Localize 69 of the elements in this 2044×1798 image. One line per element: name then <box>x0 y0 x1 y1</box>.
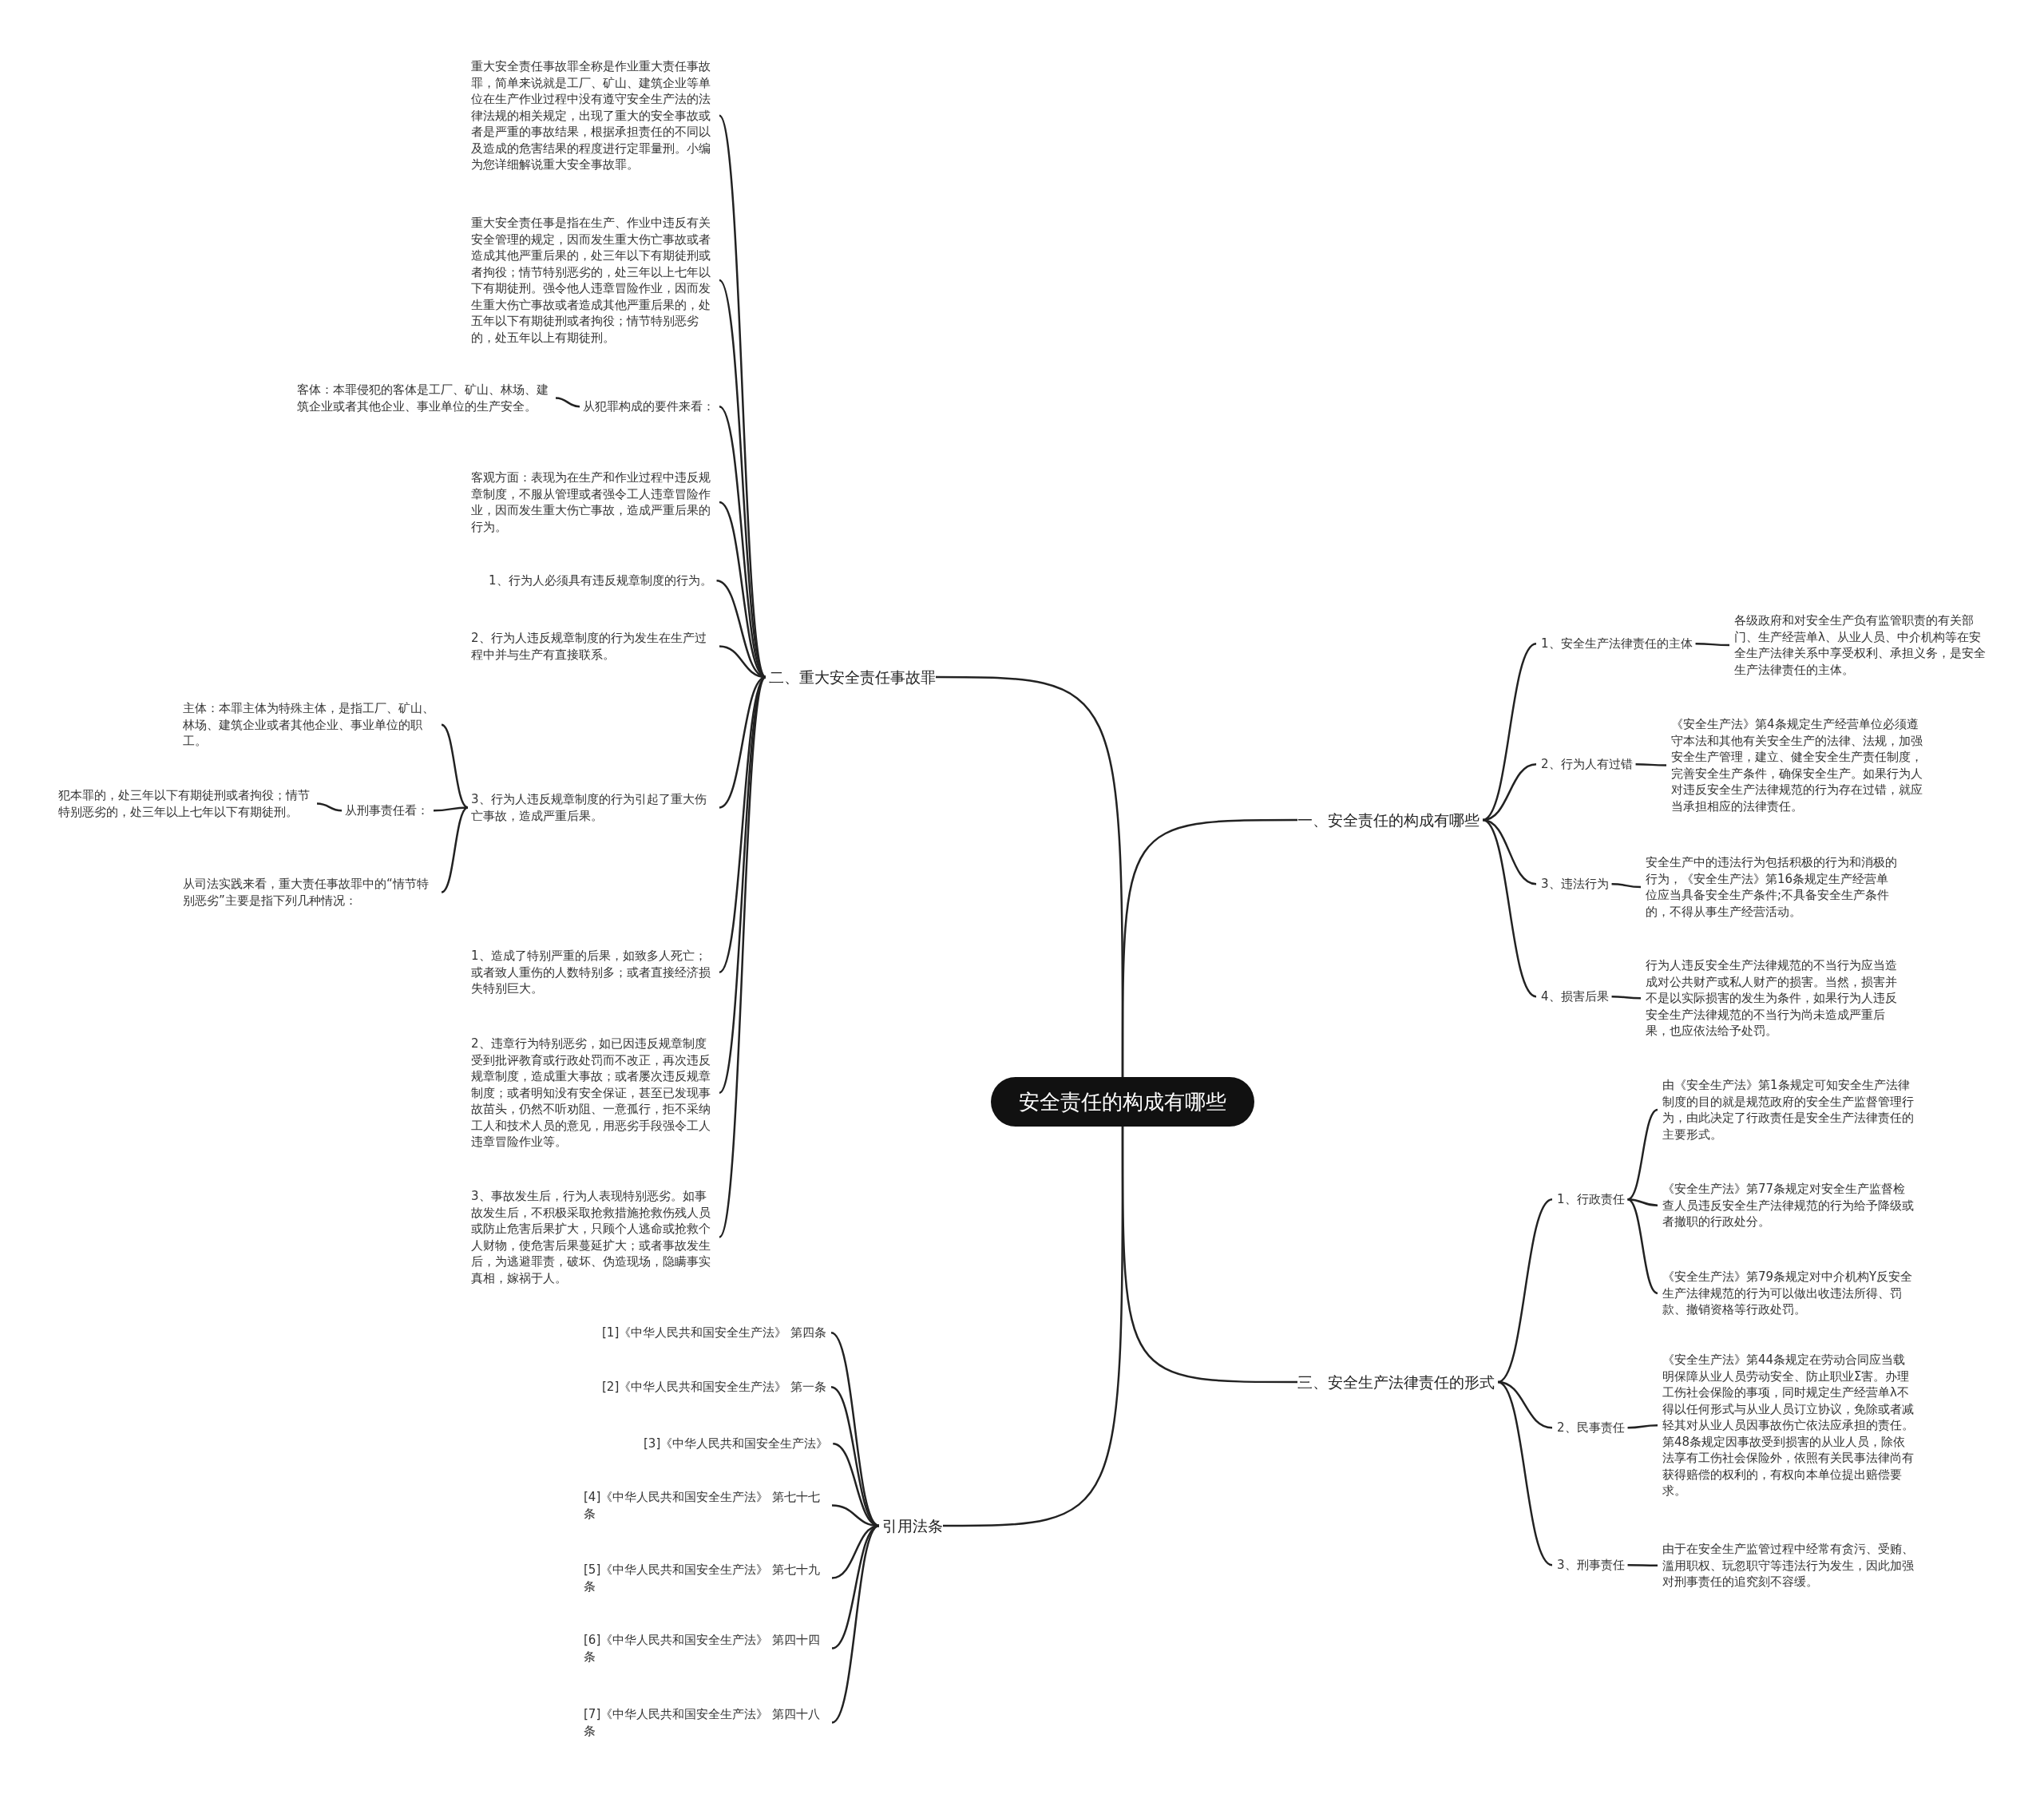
connector-line <box>1121 818 1297 1077</box>
subtopic-text: 3、刑事责任 <box>1557 1557 1625 1574</box>
subtopic-text: 1、行政责任 <box>1557 1191 1625 1208</box>
central-topic: 安全责任的构成有哪些 <box>991 1077 1254 1127</box>
connector-line <box>1627 1424 1658 1429</box>
branch-topic: 二、重大安全责任事故罪 <box>769 667 936 687</box>
note-text: [4]《中华人民共和国安全生产法》 第七十七条 <box>584 1489 827 1522</box>
subtopic-text: 4、损害后果 <box>1541 988 1609 1005</box>
note-text: 从司法实践来看，重大责任事故罪中的“情节特别恶劣”主要是指下列几种情况： <box>183 876 437 909</box>
connector-line <box>831 1525 880 1724</box>
connector-line <box>1695 643 1729 647</box>
connector-line <box>718 676 767 1238</box>
connector-line <box>1626 1198 1658 1294</box>
connector-line <box>719 501 766 679</box>
connector-line <box>1626 1108 1658 1201</box>
connector-line <box>1482 818 1537 998</box>
connector-line <box>1627 1198 1658 1206</box>
branch-topic: 一、安全责任的构成有哪些 <box>1297 810 1480 830</box>
connector-line <box>1635 763 1666 766</box>
note-text: 1、造成了特别严重的后果，如致多人死亡；或者致人重伤的人数特别多；或者直接经济损失特别巨大。 <box>471 948 715 997</box>
note-text: 犯本罪的，处三年以下有期徒刑或者拘役；情节特别恶劣的，处三年以上七年以下有期徒刑。 <box>58 787 312 820</box>
subtopic-text: 2、行为人有过错 <box>1541 756 1633 773</box>
connector-line <box>441 723 469 809</box>
connector-line <box>555 397 580 408</box>
note-text: 行为人违反安全生产法律规范的不当行为应当造成对公共财产或私人财产的损害。当然，损害并不是以实际损害的发生为条件，如果行为人违反安全生产法律规范的不当行为尚未造成严重后果，也应依法给予处罚。 <box>1646 957 1899 1040</box>
subtopic-text: 从犯罪构成的要件来看： <box>583 398 715 415</box>
connector-line <box>1627 1564 1658 1566</box>
subtopic-text: [3]《中华人民共和国安全生产法》 <box>644 1436 829 1452</box>
note-text: 客体：本罪侵犯的客体是工厂、矿山、林场、建筑企业或者其他企业、事业单位的生产安全。 <box>297 382 551 414</box>
connector-line <box>1482 763 1537 822</box>
connector-line <box>434 806 468 812</box>
note-text: [6]《中华人民共和国安全生产法》 第四十四条 <box>584 1632 827 1665</box>
connector-line <box>1611 996 1641 1000</box>
connector-line <box>832 1443 880 1527</box>
subtopic-text: 1、行为人必须具有违反规章制度的行为。 <box>489 572 712 589</box>
note-text: 2、行为人违反规章制度的行为发生在生产过程中并与生产有直接联系。 <box>471 630 715 663</box>
note-text: 安全生产中的违法行为包括积极的行为和消极的行为，《安全生产法》第16条规定生产经营单位应当具备安全生产条件;不具备安全生产条件的，不得从事生产经营活动。 <box>1646 854 1899 920</box>
note-text: 客观方面：表现为在生产和作业过程中违反规章制度，不服从管理或者强令工人违章冒险作业，因而发生重大伤亡事故，造成严重后果的行为。 <box>471 469 715 535</box>
note-text: 《安全生产法》第77条规定对安全生产监督检查人员违反安全生产法律规范的行为给予降级或者撤职的行政处分。 <box>1662 1181 1916 1230</box>
subtopic-text: [2]《中华人民共和国安全生产法》 第一条 <box>602 1379 826 1396</box>
note-text: 《安全生产法》第44条规定在劳动合同应当载明保障从业人员劳动安全、防止职业Σ害。办理工伤社会保险的事项，同时规定生产经营单λ不得以任何形式与从业人员订立协议，免除或者减轻其对从业人员因事故伤亡依法应承担的责任。第48条规定因事故受到损害的从业人员，除依法享有工伤社会保险外，依照有关民事法律尚有获得赔偿的权利的，有权向本单位提出赔偿要求。 <box>1662 1352 1916 1499</box>
subtopic-text: 1、安全生产法律责任的主体 <box>1541 636 1693 652</box>
subtopic-text: 3、违法行为 <box>1541 876 1609 893</box>
connector-line <box>1497 1380 1553 1566</box>
note-text: 各级政府和对安全生产负有监管职责的有关部门、生产经营单λ、从业人员、中介机构等在安全生产法律关系中享受权利、承担义务，是安全生产法律责任的主体。 <box>1734 612 1988 678</box>
note-text: 重大安全责任事故罪全称是作业重大责任事故罪，简单来说就是工厂、矿山、建筑企业等单位在生产作业过程中没有遵守安全生产法的法律法规的相关规定，出现了重大的安全事故或者是严重的事故结果，根据承担责任的不同以及造成的危害结果的程度进行定罪量刑。小编为您详细解说重大安全事故罪。 <box>471 58 715 173</box>
connector-line <box>943 1127 1124 1527</box>
note-text: [5]《中华人民共和国安全生产法》 第七十九条 <box>584 1562 827 1594</box>
note-text: 主体：本罪主体为特殊主体，是指工厂、矿山、林场、建筑企业或者其他企业、事业单位的职工。 <box>183 700 437 750</box>
branch-topic: 三、安全生产法律责任的形式 <box>1297 1372 1495 1392</box>
note-text: 3、行为人违反规章制度的行为引起了重大伤亡事故，造成严重后果。 <box>471 791 715 824</box>
connector-line <box>316 802 343 812</box>
subtopic-text: [1]《中华人民共和国安全生产法》 第四条 <box>602 1325 826 1341</box>
subtopic-text: 从刑事责任看： <box>345 802 429 819</box>
note-text: 重大安全责任事是指在生产、作业中违反有关安全管理的规定，因而发生重大伤亡事故或者造成其他严重后果的，处三年以下有期徒刑或者拘役；情节特别恶劣的，处三年以上七年以下有期徒刑。强令他人违章冒险作业，因而发生重大伤亡事故或者造成其他严重后果的，处五年以下有期徒刑或者拘役；情节特别恶劣的，处五年以上有期徒刑。 <box>471 215 715 346</box>
connector-line <box>830 1386 880 1527</box>
branch-topic: 引用法条 <box>882 1515 943 1536</box>
note-text: 《安全生产法》第79条规定对中介机构Y反安全生产法律规范的行为可以做出收违法所得、罚款、撤销资格等行政处罚。 <box>1662 1269 1916 1318</box>
note-text: 《安全生产法》第4条规定生产经营单位必须遵守本法和其他有关安全生产的法律、法规，加强安全生产管理，建立、健全安全生产责任制度，完善安全生产条件，确保安全生产。如果行为人对违反安全生产法律规范的行为存在过错，就应当承担相应的法律责任。 <box>1671 716 1925 814</box>
note-text: 3、事故发生后，行为人表现特别恶劣。如事故发生后，不积极采取抢救措施抢救伤残人员或防止危害后果扩大，只顾个人逃命或抢救个人财物，使危害后果蔓延扩大；或者事故发生后，为逃避罪责，破坏、伪造现场，隐瞒事实真相，嫁祸于人。 <box>471 1188 715 1286</box>
connector-line <box>1482 643 1537 822</box>
note-text: 由于在安全生产监管过程中经常有贪污、受贿、滥用职权、玩忽职守等违法行为发生，因此加强对刑事责任的追究刻不容缓。 <box>1662 1541 1916 1590</box>
note-text: [7]《中华人民共和国安全生产法》 第四十八条 <box>584 1706 827 1739</box>
note-text: 由《安全生产法》第1条规定可知安全生产法律制度的目的就是规范政府的安全生产监督管理行为，由此决定了行政责任是安全生产法律责任的主要形式。 <box>1662 1077 1916 1143</box>
subtopic-text: 2、民事责任 <box>1557 1420 1625 1436</box>
note-text: 2、违章行为特别恶劣，如已因违反规章制度受到批评教育或行政处罚而不改正，再次违反规章制度，造成重大事故；或者屡次违反规章制度；或者明知没有安全保证，甚至已发现事故苗头，仍然不听劝阻、一意孤行，拒不采纳工人和技术人员的意见，用恶劣手段强令工人违章冒险作业等。 <box>471 1036 715 1150</box>
connector-line <box>1611 883 1642 889</box>
connector-line <box>441 806 469 893</box>
connector-line <box>1497 1198 1553 1384</box>
